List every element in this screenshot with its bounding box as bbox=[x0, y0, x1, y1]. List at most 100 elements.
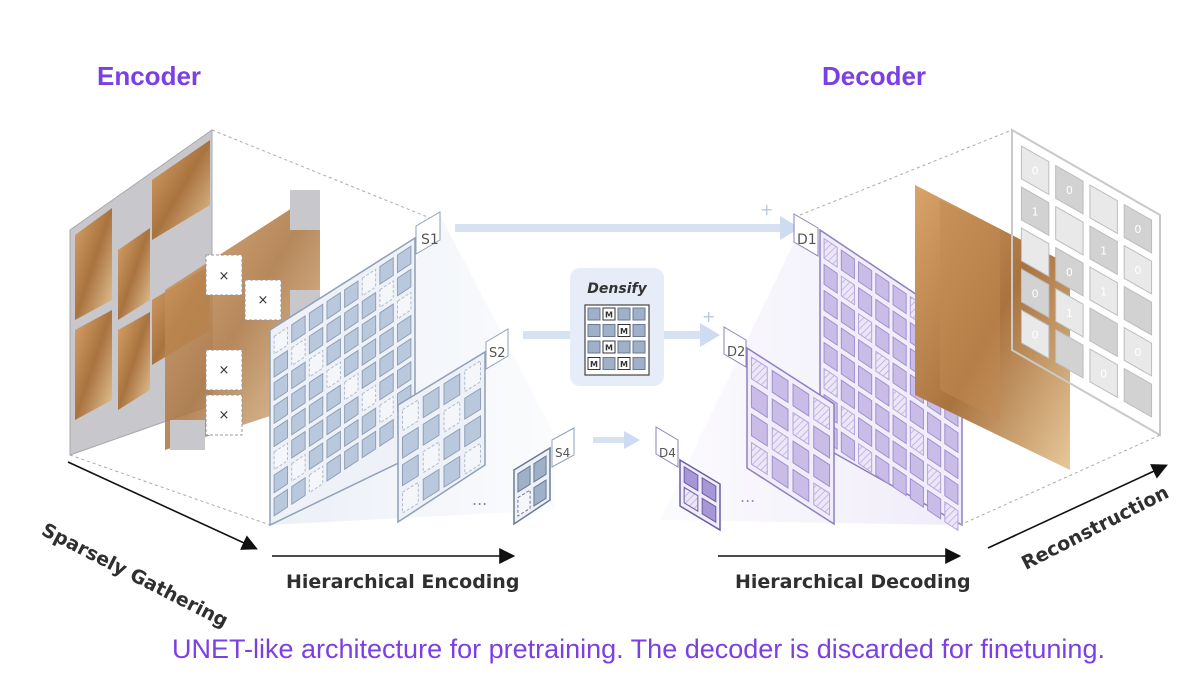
grid-cell bbox=[892, 310, 907, 341]
mask-cell bbox=[1055, 328, 1084, 379]
grid-cell bbox=[587, 340, 601, 354]
mask-token bbox=[602, 340, 616, 354]
grid-cell bbox=[858, 286, 873, 318]
grid-cell bbox=[422, 413, 440, 447]
mask-cell bbox=[1089, 184, 1118, 235]
feature-map-label-d1: D1 bbox=[793, 213, 819, 257]
grid-cell bbox=[840, 275, 855, 306]
grid-cell bbox=[379, 349, 394, 378]
grid-cell bbox=[291, 407, 306, 436]
grid-cell bbox=[396, 291, 412, 320]
mask-value: 0 bbox=[1134, 346, 1141, 359]
grid-cell bbox=[422, 468, 440, 502]
grid-cell bbox=[858, 442, 873, 474]
grid-cell bbox=[361, 430, 377, 459]
grid-cell bbox=[823, 289, 838, 321]
grid-cell bbox=[813, 453, 831, 488]
svg-text:S1: S1 bbox=[421, 232, 439, 248]
mask-token bbox=[587, 357, 601, 370]
grid-cell bbox=[602, 324, 616, 337]
grid-cell bbox=[308, 442, 324, 471]
mask-cell bbox=[1020, 227, 1050, 278]
grid-cell bbox=[927, 489, 942, 520]
grid-cell bbox=[308, 303, 324, 332]
svg-text:D1: D1 bbox=[797, 232, 817, 248]
svg-text:×: × bbox=[219, 269, 230, 284]
grid-cell bbox=[927, 411, 942, 442]
mask-value: 1 bbox=[1032, 205, 1039, 218]
grid-cell bbox=[858, 312, 873, 344]
grid-cell bbox=[326, 407, 341, 436]
grid-cell bbox=[858, 416, 873, 448]
grid-cell bbox=[840, 249, 855, 280]
svg-text:×: × bbox=[258, 293, 269, 308]
mask-cell bbox=[1089, 266, 1118, 317]
mask-cell bbox=[1020, 186, 1050, 237]
feature-map-s4 bbox=[513, 446, 551, 526]
feature-map-d4 bbox=[679, 458, 721, 532]
grid-cell bbox=[326, 384, 341, 413]
grid-cell bbox=[892, 414, 907, 445]
mask-cell bbox=[1123, 244, 1153, 295]
grid-cell bbox=[858, 338, 873, 370]
grid-cell bbox=[326, 361, 341, 390]
grid-cell bbox=[517, 489, 531, 517]
feature-map-label-s1: S1 bbox=[415, 211, 441, 255]
grid-cell bbox=[361, 268, 377, 297]
grid-cell bbox=[443, 400, 461, 434]
grid-cell bbox=[533, 479, 547, 507]
grid-cell bbox=[823, 263, 838, 295]
grid-cell bbox=[291, 453, 306, 483]
mask-value: 1 bbox=[1100, 285, 1107, 298]
mask-value: 0 bbox=[1100, 367, 1107, 380]
mask-value: 1 bbox=[1100, 244, 1107, 257]
grid-cell bbox=[308, 349, 324, 378]
grid-cell bbox=[632, 324, 646, 337]
grid-cell bbox=[273, 419, 289, 448]
grid-cell bbox=[291, 430, 306, 459]
mask-token-label: M bbox=[605, 311, 613, 320]
grid-cell bbox=[308, 395, 324, 425]
svg-text:×: × bbox=[219, 363, 230, 378]
grid-cell bbox=[771, 426, 789, 461]
grid-cell bbox=[617, 340, 631, 354]
grid-cell bbox=[308, 372, 324, 402]
mask-cell bbox=[1055, 246, 1084, 297]
grid-cell bbox=[875, 324, 890, 355]
mask-cell bbox=[1089, 307, 1118, 358]
grid-cell bbox=[273, 465, 289, 494]
mask-cell bbox=[1055, 164, 1084, 215]
grid-cell bbox=[909, 451, 924, 483]
grid-cell bbox=[875, 454, 890, 485]
mask-cell bbox=[1123, 326, 1153, 377]
mask-token bbox=[602, 307, 616, 321]
grid-cell bbox=[379, 326, 394, 355]
mask-cell bbox=[1020, 145, 1050, 196]
mask-token-label: M bbox=[590, 360, 598, 369]
svg-text:S4: S4 bbox=[555, 446, 570, 460]
hierarchical-encoding-label: Hierarchical Encoding bbox=[286, 571, 520, 593]
mask-value: 1 bbox=[1066, 307, 1073, 320]
grid-cell bbox=[840, 301, 855, 332]
mask-cell bbox=[1123, 367, 1153, 418]
grid-cell bbox=[401, 426, 419, 460]
grid-cell bbox=[683, 465, 699, 492]
grid-cell bbox=[875, 350, 890, 381]
grid-cell bbox=[379, 256, 394, 286]
decoder-title: Decoder bbox=[822, 61, 927, 91]
mask-cell bbox=[1123, 203, 1153, 254]
svg-text:D2: D2 bbox=[727, 345, 745, 360]
svg-text:D4: D4 bbox=[659, 446, 676, 460]
grid-cell bbox=[464, 387, 482, 421]
grid-cell bbox=[396, 360, 412, 390]
grid-cell bbox=[401, 398, 419, 432]
mask-value: 0 bbox=[1066, 184, 1073, 197]
grid-cell bbox=[892, 336, 907, 367]
encoder-input-image bbox=[69, 129, 320, 456]
mask-token-label: M bbox=[605, 344, 613, 353]
grid-cell bbox=[517, 465, 531, 493]
masked-patches: × × × × bbox=[205, 254, 282, 436]
mask-token-label: M bbox=[620, 360, 628, 369]
skip-arrow-top: + bbox=[455, 200, 800, 240]
grid-cell bbox=[840, 353, 855, 384]
